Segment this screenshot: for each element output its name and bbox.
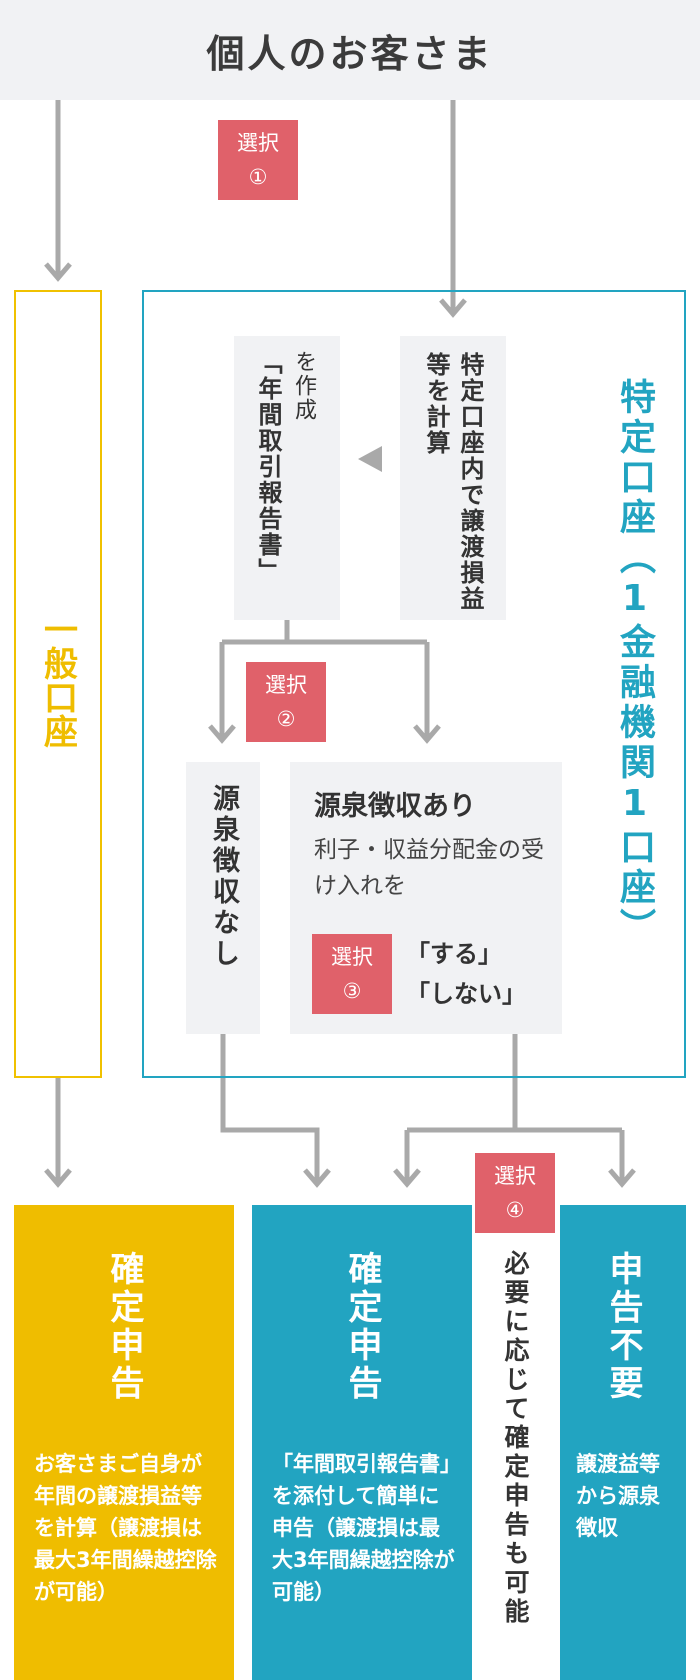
withholding-yes-box: 源泉徴収あり 利子・収益分配金の受け入れを 選択 ③ 「する」 「しない」 [290,762,562,1034]
report-title: 「年間取引報告書」 [254,350,282,584]
withholding-none-box: 源泉徴収なし [186,762,260,1034]
arrow-head [608,1168,636,1188]
badge-label: 選択 [494,1164,536,1188]
outcome-report-tax-return: 確定申告 「年間取引報告書」を添付して簡単に申告（譲渡損は最大3年間繰越控除が可… [252,1205,472,1680]
ippan-account-box: 一般口座 [14,290,102,1078]
tokutei-label: 特定口座（1金融機関1口座） [614,378,655,948]
split-lines [219,620,430,738]
outcome-ippan-tax-return: 確定申告 お客さまご自身が年間の譲渡損益等を計算（譲渡損は最大3年間繰越控除が可… [14,1205,234,1680]
tokutei-account-box [142,290,686,1078]
arrow-head [44,262,72,282]
badge-choice-1: 選択 ① [218,120,298,200]
flow-triangle [358,446,382,472]
ippan-label: 一般口座 [37,612,78,748]
badge-label: 選択 [331,945,373,969]
header-customer: 個人のお客さま [0,0,700,100]
withholding-none-text: 源泉徴収なし [208,784,239,970]
arrow-head [208,724,236,744]
badge-label: 選択 [237,131,279,155]
calc-box: 特定口座内で譲渡損益等を計算 [400,336,506,620]
option-dont: 「しない」 [406,980,526,1008]
outcome-desc: 「年間取引報告書」を添付して簡単に申告（譲渡損は最大3年間繰越控除が可能） [272,1452,455,1604]
header-title: 個人のお客さま [206,31,494,76]
outcome-title: 確定申告 [104,1251,144,1403]
withholding-yes-title: 源泉徴収あり [314,791,476,822]
calc-text: 特定口座内で譲渡損益等を計算 [422,352,484,612]
badge-number: ③ [342,979,362,1003]
badge-number: ① [248,165,268,189]
badge-number: ② [276,707,296,731]
report-box: 「年間取引報告書」 を作成 [234,336,340,620]
arrow-head [439,298,467,318]
badge-number: ④ [505,1198,525,1222]
outcome-desc: 譲渡益等から源泉徴収 [576,1452,660,1540]
tokutei-title: 特定口座（1金融機関1口座） [604,378,664,998]
arrow-nashi-outcome [220,1034,320,1182]
badge-choice-4: 選択 ④ [475,1153,555,1233]
withholding-yes-desc: 利子・収益分配金の受け入れを [314,837,544,899]
report-suffix: を作成 [291,350,316,422]
outcome-not-required: 申告不要 譲渡益等から源泉徴収 [560,1205,686,1680]
outcome-title: 確定申告 [342,1251,382,1403]
arrow-head [393,1168,421,1188]
option-do: 「する」 [406,940,502,968]
arrow-head [413,724,441,744]
arrow-head [303,1168,331,1188]
badge-label: 選択 [265,673,307,697]
withholding-options: 「する」 「しない」 [406,934,526,1014]
badge-choice-2: 選択 ② [246,662,326,742]
arrow-ari-outcome [404,1034,625,1182]
optional-tax-return-note: 必要に応じて確定申告も可能 [492,1250,538,1670]
optional-text: 必要に応じて確定申告も可能 [501,1250,530,1627]
badge-choice-3: 選択 ③ [312,934,392,1014]
outcome-desc: お客さまご自身が年間の譲渡損益等を計算（譲渡損は最大3年間繰越控除が可能） [34,1452,217,1604]
outcome-title: 申告不要 [603,1251,643,1403]
arrow-head [44,1168,72,1188]
